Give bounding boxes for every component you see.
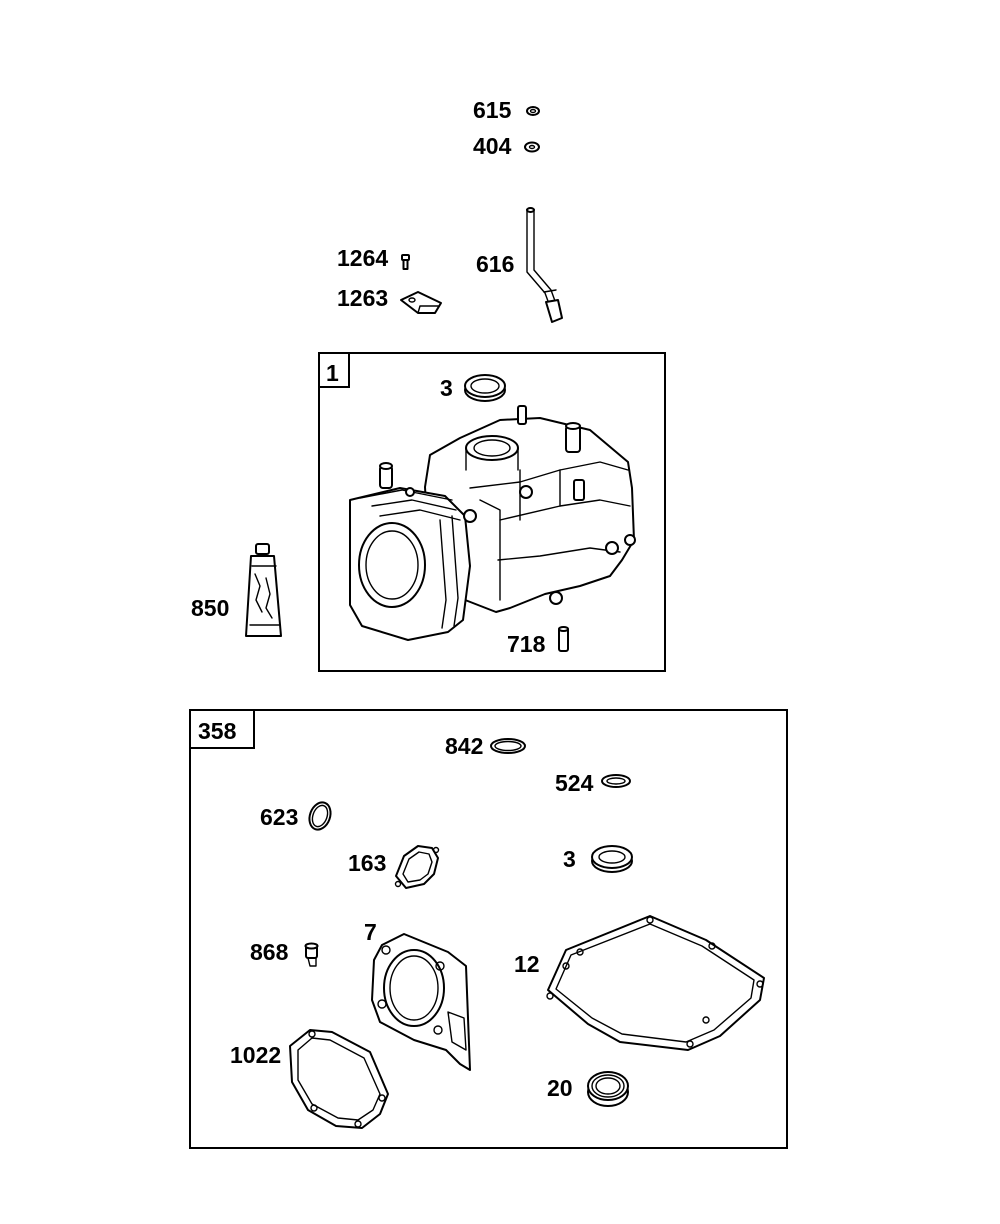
part-868[interactable]: 868 bbox=[250, 939, 319, 967]
callout-404: 404 bbox=[473, 133, 512, 159]
part-842[interactable]: 842 bbox=[445, 733, 526, 759]
part-3-block[interactable]: 3 bbox=[440, 374, 506, 402]
callout-615: 615 bbox=[473, 97, 512, 123]
callout-3: 3 bbox=[440, 375, 453, 401]
group-frame bbox=[318, 352, 666, 672]
callout-616: 616 bbox=[476, 251, 514, 277]
callout-7: 7 bbox=[364, 919, 377, 945]
part-623[interactable]: 623 bbox=[260, 799, 334, 832]
rocker-cover-gasket-icon bbox=[289, 1029, 389, 1129]
group-number-1: 1 bbox=[326, 360, 339, 386]
dowel-pin-icon bbox=[558, 626, 569, 652]
engine-block-group: 1 3 bbox=[318, 352, 666, 672]
part-616[interactable]: 616 bbox=[476, 207, 563, 323]
callout-842: 842 bbox=[445, 733, 483, 759]
part-3-kit[interactable]: 3 bbox=[563, 845, 633, 873]
oil-seal-icon bbox=[464, 374, 506, 402]
part-7[interactable]: 7 bbox=[364, 919, 471, 1071]
engine-block-icon[interactable] bbox=[349, 405, 636, 641]
callout-850: 850 bbox=[191, 595, 229, 621]
sealant-tube-icon bbox=[245, 543, 282, 637]
crankcase-gasket-icon bbox=[546, 915, 765, 1051]
o-ring-icon bbox=[308, 801, 332, 831]
o-ring-icon bbox=[490, 738, 526, 754]
group-tag bbox=[318, 352, 350, 388]
part-404[interactable]: 404 bbox=[473, 133, 540, 159]
callout-718: 718 bbox=[507, 631, 546, 657]
part-850[interactable]: 850 bbox=[191, 543, 282, 637]
washer-icon bbox=[524, 141, 540, 153]
part-615[interactable]: 615 bbox=[473, 97, 540, 123]
oil-seal-icon bbox=[591, 845, 633, 873]
callout-1022: 1022 bbox=[230, 1042, 281, 1068]
oil-seal-icon bbox=[587, 1071, 629, 1107]
part-1263[interactable]: 1263 bbox=[337, 285, 442, 314]
part-1022[interactable]: 1022 bbox=[230, 1029, 389, 1129]
intake-gasket-icon bbox=[394, 845, 440, 889]
seal-ring-icon bbox=[601, 774, 631, 788]
callout-1263: 1263 bbox=[337, 285, 388, 311]
clamp-icon bbox=[400, 291, 442, 314]
group-number-358: 358 bbox=[198, 718, 237, 744]
callout-623: 623 bbox=[260, 804, 298, 830]
callout-163: 163 bbox=[348, 850, 386, 876]
callout-524: 524 bbox=[555, 770, 594, 796]
cylinder-head-gasket-icon bbox=[371, 933, 471, 1071]
part-163[interactable]: 163 bbox=[348, 845, 440, 889]
callout-12: 12 bbox=[514, 951, 540, 977]
plug-icon bbox=[304, 942, 319, 967]
nut-icon bbox=[526, 106, 540, 116]
callout-868: 868 bbox=[250, 939, 289, 965]
part-1264[interactable]: 1264 bbox=[337, 245, 410, 271]
screw-icon bbox=[401, 254, 410, 270]
part-12[interactable]: 12 bbox=[514, 915, 765, 1051]
part-20[interactable]: 20 bbox=[547, 1071, 629, 1107]
part-718[interactable]: 718 bbox=[507, 626, 569, 657]
callout-1264: 1264 bbox=[337, 245, 388, 271]
gasket-set-group: 358 842 524 623 163 bbox=[189, 709, 788, 1149]
dipstick-tube-icon bbox=[526, 207, 563, 323]
callout-3-kit: 3 bbox=[563, 846, 576, 872]
group-tag bbox=[189, 709, 255, 749]
group-frame bbox=[189, 709, 788, 1149]
callout-20: 20 bbox=[547, 1075, 573, 1101]
part-524[interactable]: 524 bbox=[555, 770, 631, 796]
